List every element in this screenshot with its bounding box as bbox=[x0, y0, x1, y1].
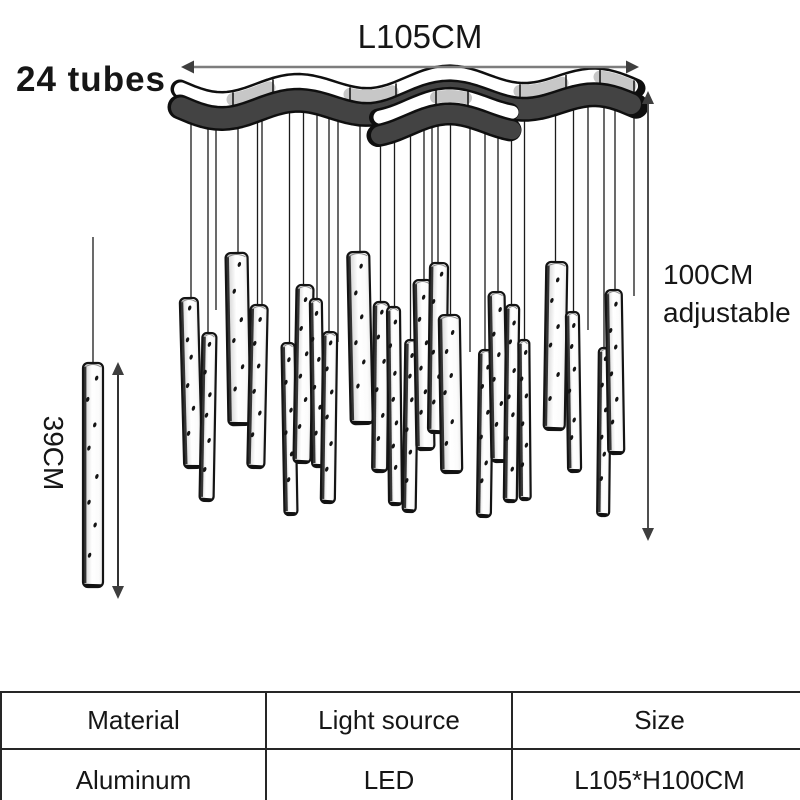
tube-count-label: 24 tubes bbox=[16, 60, 166, 99]
pendant-tube bbox=[346, 250, 374, 426]
spec-header-material: Material bbox=[0, 691, 267, 750]
pendant-tube bbox=[308, 297, 326, 469]
pendant-tube bbox=[604, 288, 626, 456]
height-dimension-note: adjustable bbox=[663, 297, 791, 328]
pendant-tube bbox=[246, 303, 269, 470]
width-dimension-arrow bbox=[181, 60, 639, 74]
pendant-tube bbox=[517, 338, 532, 502]
spec-header-size: Size bbox=[511, 691, 800, 750]
spec-value-light-source: LED bbox=[265, 748, 513, 800]
pendant-tube bbox=[224, 251, 252, 427]
pendant-tube bbox=[319, 330, 339, 505]
height-dimension-label: 100CM adjustable bbox=[663, 256, 791, 332]
pendant-tube bbox=[542, 260, 569, 432]
suspension-cables bbox=[92, 103, 635, 366]
spec-header-row: Material Light source Size bbox=[0, 691, 800, 750]
spec-value-material: Aluminum bbox=[0, 748, 267, 800]
tube-length-dimension-arrow bbox=[112, 362, 124, 599]
width-dimension-label: L105CM bbox=[357, 18, 483, 55]
pendant-tube bbox=[178, 296, 204, 470]
pendant-tube bbox=[198, 331, 218, 503]
ceiling-canopy bbox=[167, 64, 649, 147]
spec-value-row: Aluminum LED L105*H100CM bbox=[0, 748, 800, 800]
pendant-tube bbox=[437, 313, 464, 475]
height-dimension-value: 100CM bbox=[663, 259, 754, 290]
pendant-tube bbox=[371, 300, 390, 474]
chandelier-drawing bbox=[81, 60, 654, 599]
pendant-tubes bbox=[81, 250, 626, 589]
spec-table: Material Light source Size Aluminum LED … bbox=[0, 691, 800, 800]
sample-tube bbox=[81, 361, 105, 589]
dimension-arrows bbox=[112, 60, 654, 599]
pendant-tube bbox=[292, 283, 315, 465]
pendant-tube bbox=[475, 348, 495, 519]
tube-length-label: 39CM bbox=[38, 415, 69, 491]
pendant-tube bbox=[564, 310, 583, 474]
pendant-tube bbox=[385, 305, 404, 507]
pendant-tube bbox=[502, 303, 521, 504]
spec-header-light-source: Light source bbox=[265, 691, 513, 750]
spec-value-size: L105*H100CM bbox=[511, 748, 800, 800]
height-dimension-arrow bbox=[642, 91, 654, 541]
